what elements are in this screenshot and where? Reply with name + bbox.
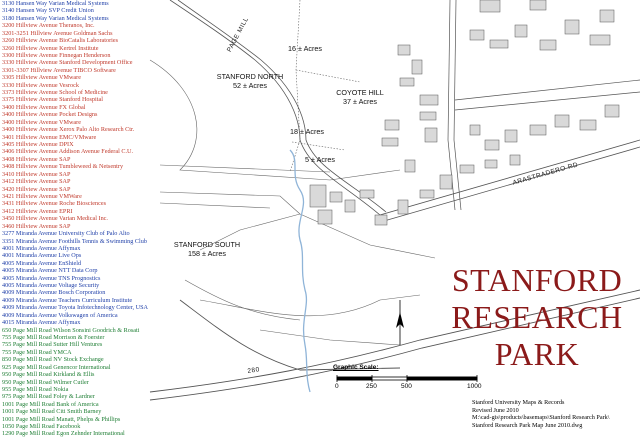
tenant-entry: 3305 Hillview Avenue VMware: [2, 74, 81, 82]
area-label-stanford-north: STANFORD NORTH 52 ± Acres: [210, 72, 290, 90]
footer-line-4: Stanford Research Park Map June 2010.dwg: [472, 421, 583, 429]
buildings: [309, 0, 620, 226]
tenant-entry: 925 Page Mill Road Genencor Internationa…: [2, 363, 111, 371]
tenant-entry: 3412 Hillview Avenue SAP: [2, 178, 71, 186]
tenant-entry: 3420 Hillview Avenue SAP: [2, 185, 71, 193]
tenant-entry: 3412 Hillview Avenue EPRI: [2, 207, 73, 215]
tenant-entry: 4005 Miranda Avenue TNS Prognostics: [2, 274, 101, 282]
tenant-entry: 3421 Hillview Avenue VMWare: [2, 192, 82, 200]
tenant-entry: 4005 Miranda Avenue Voltage Security: [2, 282, 100, 290]
title-line-1: STANFORD: [451, 262, 623, 298]
tenant-entry: 755 Page Mill Road YMCA: [2, 348, 72, 356]
map-footer: Stanford University Maps & Records Revis…: [472, 399, 609, 429]
tenant-entry: 3140 Hansen Way SVP Credit Union: [2, 7, 94, 15]
tenant-entry: 3410 Hillview Avenue SAP: [2, 170, 71, 178]
tenant-entry: 3400 Hillview Avenue VMware: [2, 118, 81, 126]
title-line-2: RESEARCH: [451, 299, 623, 335]
area-label-stanford-south: STANFORD SOUTH 158 ± Acres: [165, 240, 249, 258]
scale-tick-1000: 1000: [467, 383, 482, 390]
tenant-entry: 1290 Page Mill Road Egon Zehnder Interna…: [2, 430, 125, 438]
scale-tick-250: 250: [366, 383, 377, 390]
tenant-entry: 755 Page Mill Road Morrison & Foerster: [2, 333, 105, 341]
tenant-entry: 1001 Page Mill Road Bank of America: [2, 400, 99, 408]
area-label-16-acres: 16 ± Acres: [280, 44, 330, 53]
map-title: STANFORD RESEARCH PARK: [434, 262, 640, 373]
tenant-entry: 3401 Hillview Avenue EMC/VMware: [2, 133, 97, 141]
tenant-entry: 3431 Hillview Avenue Roche Biosciences: [2, 200, 107, 208]
area-16-acres: 16 ± Acres: [288, 44, 322, 53]
tenant-entry: 3408 Hillview Avenue Tumbleweed & Netsen…: [2, 163, 124, 171]
stanford-south-name: STANFORD SOUTH: [173, 240, 241, 249]
tenant-entry: 3460 Hillview Avenue SAP: [2, 222, 71, 230]
arastradero-road: [379, 139, 640, 222]
tenant-entry: 4005 Miranda Avenue NTT Data Corp: [2, 267, 98, 275]
tenant-entry: 4009 Miranda Avenue Toyota Infotechnolog…: [2, 304, 149, 312]
tenant-entry: 3400 Hillview Avenue Xerox Palo Alto Res…: [2, 126, 135, 134]
tenant-entry: 3406 Hillview Avenue Addison Avenue Fede…: [2, 148, 134, 156]
creek: [289, 149, 311, 393]
coyote-hill-acres: 37 ± Acres: [343, 97, 377, 106]
footer-line-1: Stanford University Maps & Records: [472, 399, 565, 406]
tenant-entry: 3351 Miranda Avenue Foothills Tennis & S…: [2, 237, 147, 245]
tenant-entry: 3330 Hillview Avenue Vesrock: [2, 81, 79, 89]
tenant-entry: 3300 Hillview Avenue Finnegan Henderson: [2, 51, 111, 59]
hillview-avenue: [447, 0, 640, 211]
tenant-entry: 3405 Hillview Avenue DPIX: [2, 141, 74, 149]
tenant-entry: 3201-3251 Hillview Avenue Goldman Sachs: [2, 29, 113, 37]
tenant-entry: 4009 Miranda Avenue Teachers Curriculum …: [2, 296, 133, 304]
stanford-south-acres: 158 ± Acres: [188, 249, 226, 258]
tenant-entry: 3400 Hillview Avenue FX Global: [2, 103, 86, 111]
area-label-5-acres: 5 ± Acres: [295, 155, 345, 164]
tenant-entry: 3200 Hillview Avenue Theranos, Inc.: [2, 22, 95, 30]
interstate-280: [149, 289, 640, 401]
title-line-3: PARK: [494, 336, 580, 372]
tenant-entry: 3277 Miranda Avenue University Club of P…: [2, 230, 130, 238]
tenant-entry: 650 Page Mill Road Wilson Sonsini Goodri…: [2, 326, 140, 334]
tenant-entry: 3330 Hillview Avenue Stanford Developmen…: [2, 59, 133, 67]
tenant-entry: 3180 Hansen Way Varian Medical Systems: [2, 14, 109, 22]
tenant-entry: 3301-3307 Hillview Avenue TIBCO Software: [2, 66, 116, 74]
tenant-entry: 3130 Hansen Way Varian Medical Systems: [2, 0, 109, 7]
tenant-entry: 950 Page Mill Road Kirkland & Ellis: [2, 371, 95, 379]
tenant-entry: 3260 Hillview Avenue BioCatalis Laborato…: [2, 37, 119, 45]
tenant-entry: 4009 Miranda Avenue Volkswagen of Americ…: [2, 311, 118, 319]
coyote-hill-name: COYOTE HILL: [336, 88, 384, 97]
tenant-entry: 3408 Hillview Avenue SAP: [2, 155, 71, 163]
tenant-entry: 975 Page Mill Road Foley & Lardner: [2, 393, 95, 401]
tenant-entry: 3450 Hillview Avenue Varian Medical Inc.: [2, 215, 108, 223]
tenant-entry: 950 Page Mill Road Wilmer Cutler: [2, 378, 89, 386]
tenant-entry: 4005 Miranda Avenue EnShield: [2, 259, 82, 267]
tenant-entry: 4001 Miranda Avenue Affymax: [2, 244, 81, 252]
stanford-north-name: STANFORD NORTH: [216, 72, 284, 81]
parcel-boundaries: [149, 0, 436, 346]
page-mill-road: [169, 0, 387, 216]
north-arrow-icon: [396, 300, 404, 345]
tenant-entry: 1001 Page Mill Road Manatt, Phelps & Phi…: [2, 415, 121, 423]
tenant-entry: 1001 Page Mill Road Citi Smith Barney: [2, 408, 102, 416]
tenant-entry: 4015 Miranda Avenue Affymax: [2, 319, 81, 327]
tenant-entry: 955 Page Mill Road Nokia: [2, 385, 69, 393]
tenant-entry: 3260 Hillview Avenue Kertrel Institute: [2, 44, 99, 52]
footer-line-2: Revised June 2010: [472, 406, 519, 414]
area-18-acres: 18 ± Acres: [290, 127, 324, 136]
tenant-entry: 850 Page Mill Road NV Stock Exchange: [2, 356, 104, 364]
scale-label: Graphic Scale:: [333, 364, 379, 371]
stanford-north-acres: 52 ± Acres: [233, 81, 267, 90]
tenant-entry: 3373 Hillview Avenue School of Medicine: [2, 89, 108, 97]
scale-tick-0: 0: [335, 383, 339, 390]
tenant-entry: 4009 Miranda Avenue Bosch Corporation: [2, 289, 106, 297]
scale-bar: [336, 375, 478, 382]
area-5-acres: 5 ± Acres: [305, 155, 335, 164]
area-label-18-acres: 18 ± Acres: [282, 127, 332, 136]
scale-tick-500: 500: [401, 383, 412, 390]
area-label-coyote-hill: COYOTE HILL 37 ± Acres: [325, 88, 395, 106]
tenant-entry: 4001 Miranda Avenue Live Ops: [2, 252, 82, 260]
tenant-entry: 755 Page Mill Road Sutter Hill Ventures: [2, 341, 103, 349]
footer-line-3: M:\cad-gis\products\basemaps\Stanford Re…: [472, 414, 610, 422]
tenant-entry: 3400 Hillview Avenue Pocket Designs: [2, 111, 98, 119]
tenant-entry: 3375 Hillview Avenue Stanford Hospital: [2, 96, 103, 104]
tenant-entry: 1050 Page Mill Road Facebook: [2, 423, 81, 431]
